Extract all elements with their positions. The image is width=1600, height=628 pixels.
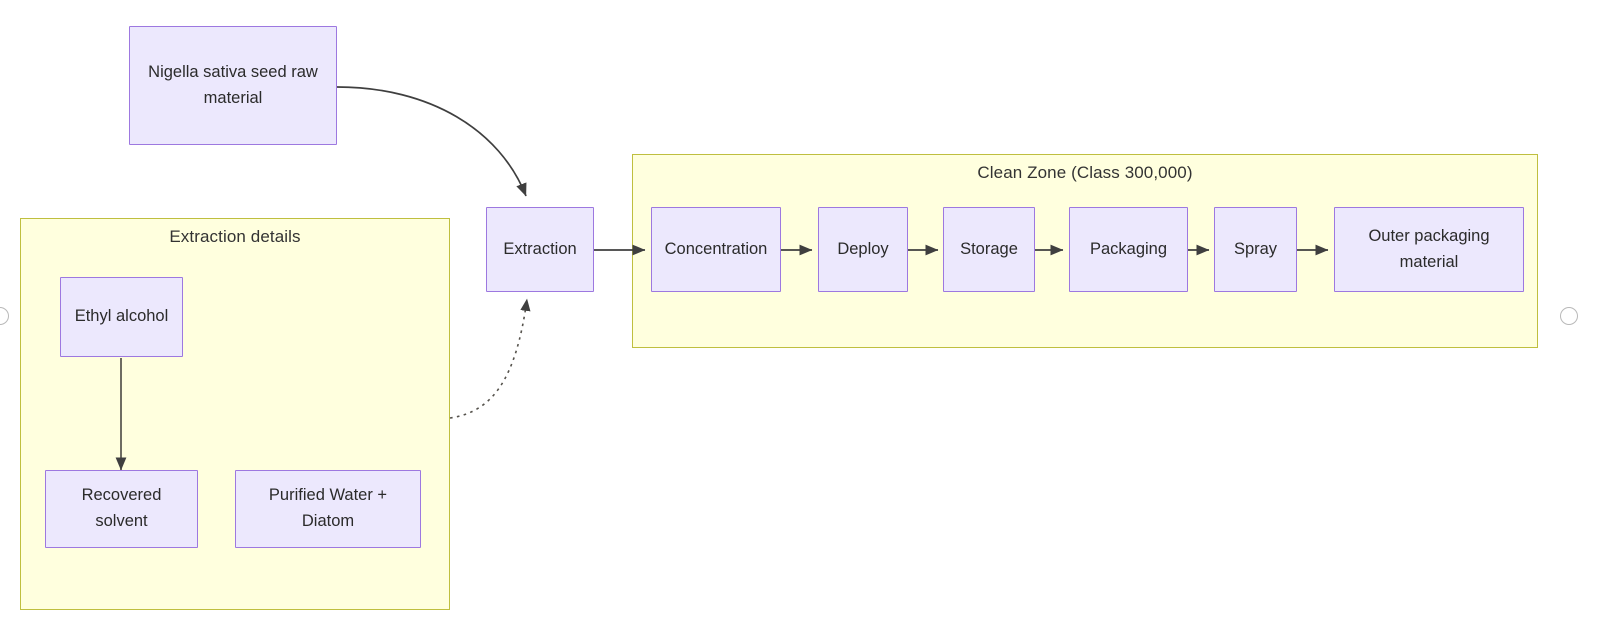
node-raw-material[interactable]: Nigella sativa seed raw material: [129, 26, 337, 145]
node-raw-material-line1: Nigella sativa seed raw: [148, 62, 318, 81]
subgraph-clean-zone-title: Clean Zone (Class 300,000): [977, 163, 1193, 182]
pan-handle-left[interactable]: [0, 307, 9, 325]
node-spray-label: Spray: [1233, 239, 1278, 258]
node-purified-water-diatom-label: Purified Water + Diatom: [268, 486, 388, 530]
edge-raw-to-extraction: [336, 86, 527, 197]
subgraph-extraction-details-title: Extraction details: [169, 227, 301, 246]
pan-handle-right[interactable]: [1560, 307, 1578, 325]
node-extraction[interactable]: Extraction: [486, 207, 594, 292]
node-raw-material-line2: material: [203, 88, 263, 107]
node-ethyl-alcohol-label: Ethyl alcohol: [74, 307, 169, 326]
node-storage[interactable]: Storage: [943, 207, 1035, 292]
node-recovered-solvent-label: Recovered solvent: [81, 486, 162, 530]
node-concentration[interactable]: Concentration: [651, 207, 781, 292]
node-recovered-solvent[interactable]: Recovered solvent: [45, 470, 198, 548]
node-extraction-label: Extraction: [503, 239, 577, 258]
node-storage-label: Storage: [960, 239, 1018, 258]
node-packaging[interactable]: Packaging: [1069, 207, 1188, 292]
node-deploy-label: Deploy: [837, 239, 889, 258]
node-spray[interactable]: Spray: [1214, 207, 1297, 292]
node-ethyl-alcohol[interactable]: Ethyl alcohol: [60, 277, 183, 357]
node-purified-water-diatom[interactable]: Purified Water + Diatom: [235, 470, 421, 548]
node-deploy[interactable]: Deploy: [818, 207, 908, 292]
node-outer-packaging-material[interactable]: Outer packaging material: [1334, 207, 1524, 292]
edge-extraction-details-to-extraction: [449, 298, 531, 419]
node-outer-packaging-material-label: Outer packaging material: [1368, 226, 1490, 271]
node-packaging-label: Packaging: [1089, 239, 1168, 258]
node-concentration-label: Concentration: [664, 239, 768, 258]
